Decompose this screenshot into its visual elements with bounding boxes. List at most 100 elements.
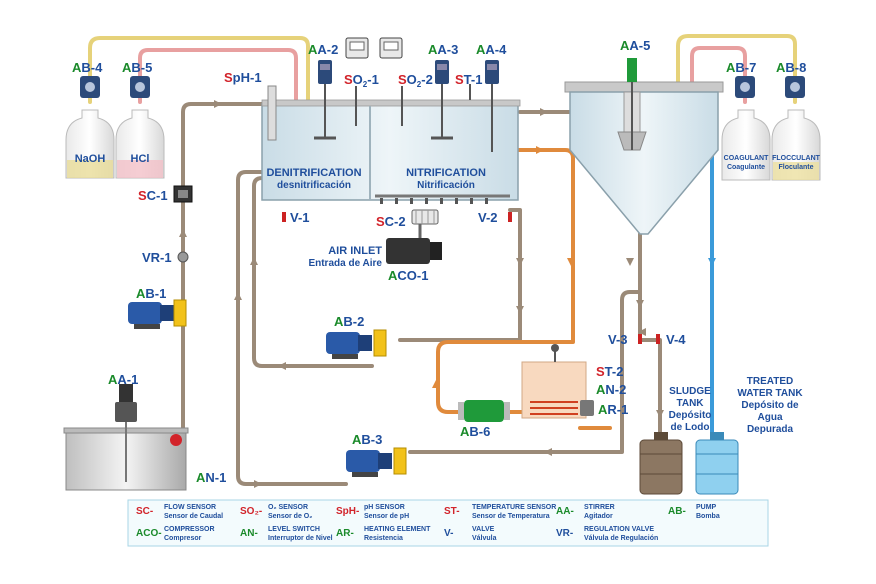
legend-code: SO₂- (240, 506, 262, 517)
legend-label-en: STIRRER (584, 504, 615, 511)
legend-code: AR- (336, 528, 354, 539)
valve-v2[interactable] (508, 212, 512, 222)
pump-ab2[interactable] (326, 329, 387, 359)
legend-code: AB- (668, 506, 686, 517)
pump-ab3[interactable] (346, 447, 407, 477)
pipe-coagulant-line (690, 46, 747, 104)
valve-v1[interactable] (282, 212, 286, 222)
legend-label-es: Sensor de O₂ (268, 513, 312, 520)
legend-label-es: Sensor de Caudal (164, 513, 223, 520)
label-treated-5: Depurada (747, 424, 794, 435)
tag-an2: AN-2 (596, 382, 626, 397)
tag-aa2: AA-2 (308, 42, 338, 57)
tag-ab7: AB-7 (726, 60, 756, 75)
tag-an1: AN-1 (196, 470, 226, 485)
label-sludge-4: de Lodo (671, 422, 710, 433)
flow-arrows-blue (708, 258, 716, 266)
bioreactor (261, 82, 521, 204)
pipe-naoh-line (88, 36, 310, 114)
legend-label-es: Agitador (584, 513, 613, 520)
label-coagulant-es: Coagulante (727, 164, 765, 171)
label-air-inlet-es: Entrada de Aire (308, 258, 382, 269)
label-sludge-1: SLUDGE (669, 386, 711, 397)
label-nitrification-es: Nitrificación (417, 180, 475, 191)
equipment-labels: AB-4 AB-5 SpH-1 AA-2 SO2-1 SO2-2 ST-1 AA… (72, 38, 821, 485)
tag-st1: ST-1 (455, 72, 482, 87)
legend-code: SpH- (336, 506, 359, 517)
label-air-inlet-en: AIR INLET (328, 245, 382, 257)
legend-items: SC- FLOW SENSOR Sensor de Caudal SO₂- O₂ SEN… (136, 504, 720, 542)
tag-aa4: AA-4 (476, 42, 507, 57)
legend-label-en: COMPRESSOR (164, 526, 215, 533)
valve-v3[interactable] (638, 334, 642, 344)
dosing-pump-ab8[interactable] (785, 76, 805, 98)
label-sludge-2: TANK (676, 398, 704, 409)
flow-sensor-sc1 (173, 185, 193, 203)
tag-so22: SO2-2 (398, 72, 433, 89)
label-treated-1: TREATED (747, 376, 793, 387)
tag-ab4: AB-4 (72, 60, 103, 75)
tag-aa5: AA-5 (620, 38, 650, 53)
tank-hcl (115, 109, 165, 179)
legend-label-en: LEVEL SWITCH (268, 526, 320, 533)
label-treated-4: Agua (758, 412, 783, 423)
legend-label-en: O₂ SENSOR (268, 504, 308, 511)
legend-label-es: Compresor (164, 535, 202, 542)
legend-label-es: Válvula (472, 535, 497, 542)
tag-v1: V-1 (290, 210, 310, 225)
settler-tank (564, 58, 724, 235)
tag-v4: V-4 (666, 332, 686, 347)
dosing-pump-ab4[interactable] (80, 76, 100, 98)
pipe-feed-line (181, 102, 264, 432)
tank-flocculant (771, 109, 821, 181)
legend-label-en: FLOW SENSOR (164, 504, 216, 511)
tag-ab8: AB-8 (776, 60, 806, 75)
legend-code: SC- (136, 506, 153, 517)
legend-code: AA- (556, 506, 574, 517)
pipe-recycle-left (236, 170, 348, 486)
tag-ab2: AB-2 (334, 314, 364, 329)
label-denitrification-es: desnitrificación (277, 180, 351, 191)
tag-ab5: AB-5 (122, 60, 152, 75)
legend-label-en: TEMPERATURE SENSOR (472, 504, 556, 511)
legend-label-es: Bomba (696, 513, 720, 520)
pipe-settler-bottom (638, 232, 662, 440)
legend-label-es: Válvula de Regulación (584, 535, 658, 542)
stirrer-motor-aa4[interactable] (485, 60, 499, 84)
stirrer-motor-aa3[interactable] (435, 60, 449, 84)
valve-v4[interactable] (656, 334, 660, 344)
legend-label-en: VALVE (472, 526, 495, 533)
label-sludge-3: Depósito (669, 410, 712, 421)
regulation-valve-vr1[interactable] (177, 251, 189, 263)
dosing-pump-ab5[interactable] (130, 76, 150, 98)
tag-sph1: SpH-1 (224, 70, 262, 85)
pump-ab1[interactable] (128, 299, 187, 329)
flow-arrows (179, 100, 664, 488)
flow-sensor-sc2 (411, 209, 439, 225)
tag-aa1: AA-1 (108, 372, 138, 387)
tag-st2: ST-2 (596, 364, 623, 379)
label-denitrification-en: DENITRIFICATION (266, 167, 361, 179)
dosing-pump-ab7[interactable] (735, 76, 755, 98)
label-hcl: HCl (131, 153, 150, 165)
label-flocculant-en: FLOCCULANT (772, 155, 821, 162)
tag-sc2: SC-2 (376, 214, 406, 229)
legend-code: AN- (240, 528, 258, 539)
legend-label-en: pH SENSOR (364, 504, 405, 511)
label-nitrification-en: NITRIFICATION (406, 167, 486, 179)
tag-ab1: AB-1 (136, 286, 166, 301)
o2-meter-1 (345, 37, 369, 59)
pump-ab6[interactable] (458, 400, 510, 422)
stirrer-motor-aa2[interactable] (318, 60, 332, 84)
legend-label-es: Interruptor de Nivel (268, 535, 333, 542)
tag-aa3: AA-3 (428, 42, 458, 57)
label-coagulant-en: COAGULANT (724, 155, 769, 162)
pipe-flocculant-line (676, 34, 797, 104)
treated-water-tank (695, 432, 739, 495)
label-treated-2: WATER TANK (737, 388, 803, 399)
pipe-recycle-ab2 (252, 176, 374, 368)
legend: SC- FLOW SENSOR Sensor de Caudal SO₂- O₂ SEN… (127, 499, 769, 547)
tag-aco1: ACO-1 (388, 268, 428, 283)
